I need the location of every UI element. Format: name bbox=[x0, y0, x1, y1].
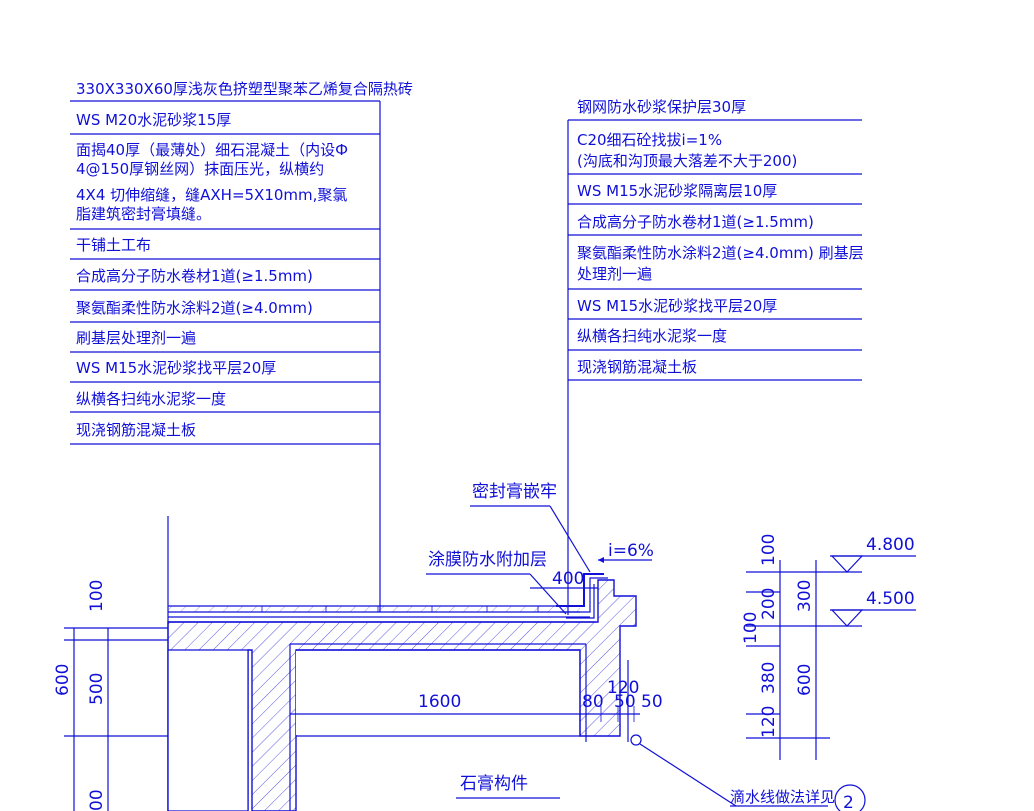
right-note-2: C20细石砼找拔i=1% bbox=[577, 131, 722, 149]
callout-sealant: 密封膏嵌牢 bbox=[470, 481, 591, 573]
left-vertical-dimensions: 100 500 600 00 bbox=[53, 580, 168, 811]
dim-left-600: 600 bbox=[53, 664, 73, 696]
right-note-1: 钢网防水砂浆保护层30厚 bbox=[577, 98, 746, 116]
right-vertical-dimensions: 100 200 300 100 380 600 120 4.800 4.500 bbox=[741, 534, 916, 760]
right-note-5: 合成高分子防水卷材1道(≥1.5mm) bbox=[577, 213, 814, 231]
right-note-4: WS M15水泥砂浆隔离层10厚 bbox=[577, 182, 777, 200]
dim-50b: 50 bbox=[641, 692, 663, 712]
dim-400: 400 bbox=[552, 569, 584, 589]
dim-left-100: 100 bbox=[87, 580, 107, 612]
left-note-1: 330X330X60厚浅灰色挤塑型聚苯乙烯复合隔热砖 bbox=[76, 80, 413, 98]
dim-r-380: 380 bbox=[759, 662, 779, 694]
detail-number: 2 bbox=[843, 793, 854, 811]
right-note-6: 聚氨酯柔性防水涂料2道(≥4.0mm) 刷基层 bbox=[577, 244, 864, 262]
elevation-4800: 4.800 bbox=[866, 535, 915, 555]
svg-text:滴水线做法详见: 滴水线做法详见 bbox=[730, 788, 835, 806]
svg-text:涂膜防水附加层: 涂膜防水附加层 bbox=[428, 550, 547, 570]
dim-r-100: 100 bbox=[759, 534, 779, 566]
dim-50a: 50 bbox=[614, 692, 636, 712]
left-note-8: 合成高分子防水卷材1道(≥1.5mm) bbox=[76, 267, 313, 285]
dim-left-500: 500 bbox=[87, 673, 107, 705]
callout-gypsum: 石膏构件 bbox=[456, 773, 560, 799]
left-note-stack: 330X330X60厚浅灰色挤塑型聚苯乙烯复合隔热砖 WS M20水泥砂浆15厚… bbox=[70, 80, 413, 612]
dim-r-120: 120 bbox=[759, 706, 779, 738]
left-note-3: 面揭40厚（最薄处）细石混凝土（内设Ф bbox=[76, 141, 348, 159]
dim-r-200: 200 bbox=[759, 588, 779, 620]
horizontal-dimensions: 400 1600 120 80 50 50 bbox=[289, 569, 663, 742]
left-note-7: 干铺土工布 bbox=[76, 236, 151, 254]
elevation-4500: 4.500 bbox=[866, 589, 915, 609]
callout-membrane: 涂膜防水附加层 bbox=[426, 550, 567, 615]
left-note-4: 4@150厚钢丝网）抹面压光，纵横约 bbox=[76, 160, 324, 178]
svg-text:i=6%: i=6% bbox=[608, 541, 654, 561]
left-note-11: WS M15水泥砂浆找平层20厚 bbox=[76, 359, 276, 377]
right-note-stack: 钢网防水砂浆保护层30厚 C20细石砼找拔i=1% (沟底和沟顶最大落差不大于2… bbox=[567, 98, 864, 615]
roof-section bbox=[167, 516, 637, 811]
right-note-3: (沟底和沟顶最大落差不大于200) bbox=[577, 152, 797, 170]
left-note-10: 刷基层处理剂一遍 bbox=[76, 329, 196, 347]
dim-r-100b: 100 bbox=[741, 612, 761, 644]
detail-circle bbox=[834, 784, 866, 811]
left-note-12: 纵横各扫纯水泥浆一度 bbox=[76, 390, 226, 408]
left-note-6: 脂建筑密封膏填缝。 bbox=[76, 205, 211, 223]
dim-80: 80 bbox=[582, 692, 604, 712]
dim-1600: 1600 bbox=[418, 692, 461, 712]
dim-left-100b: 00 bbox=[87, 789, 107, 811]
right-note-8: WS M15水泥砂浆找平层20厚 bbox=[577, 297, 777, 315]
slope-mark: i=6% bbox=[598, 541, 654, 563]
dim-r-600: 600 bbox=[795, 664, 815, 696]
right-note-10: 现浇钢筋混凝土板 bbox=[577, 358, 697, 376]
dim-120: 120 bbox=[607, 678, 639, 698]
left-note-2: WS M20水泥砂浆15厚 bbox=[76, 111, 231, 129]
svg-text:石膏构件: 石膏构件 bbox=[460, 773, 528, 794]
dim-r-300: 300 bbox=[795, 580, 815, 612]
callout-drip: 滴水线做法详见 2 bbox=[630, 734, 866, 811]
right-note-9: 纵横各扫纯水泥浆一度 bbox=[577, 327, 727, 345]
left-note-9: 聚氨酯柔性防水涂料2道(≥4.0mm) bbox=[76, 299, 313, 317]
left-note-5: 4X4 切伸缩缝，缝AXH=5X10mm,聚氯 bbox=[76, 186, 347, 204]
left-note-13: 现浇钢筋混凝土板 bbox=[76, 421, 196, 439]
right-note-7: 处理剂一遍 bbox=[577, 265, 652, 283]
svg-text:密封膏嵌牢: 密封膏嵌牢 bbox=[472, 481, 557, 502]
